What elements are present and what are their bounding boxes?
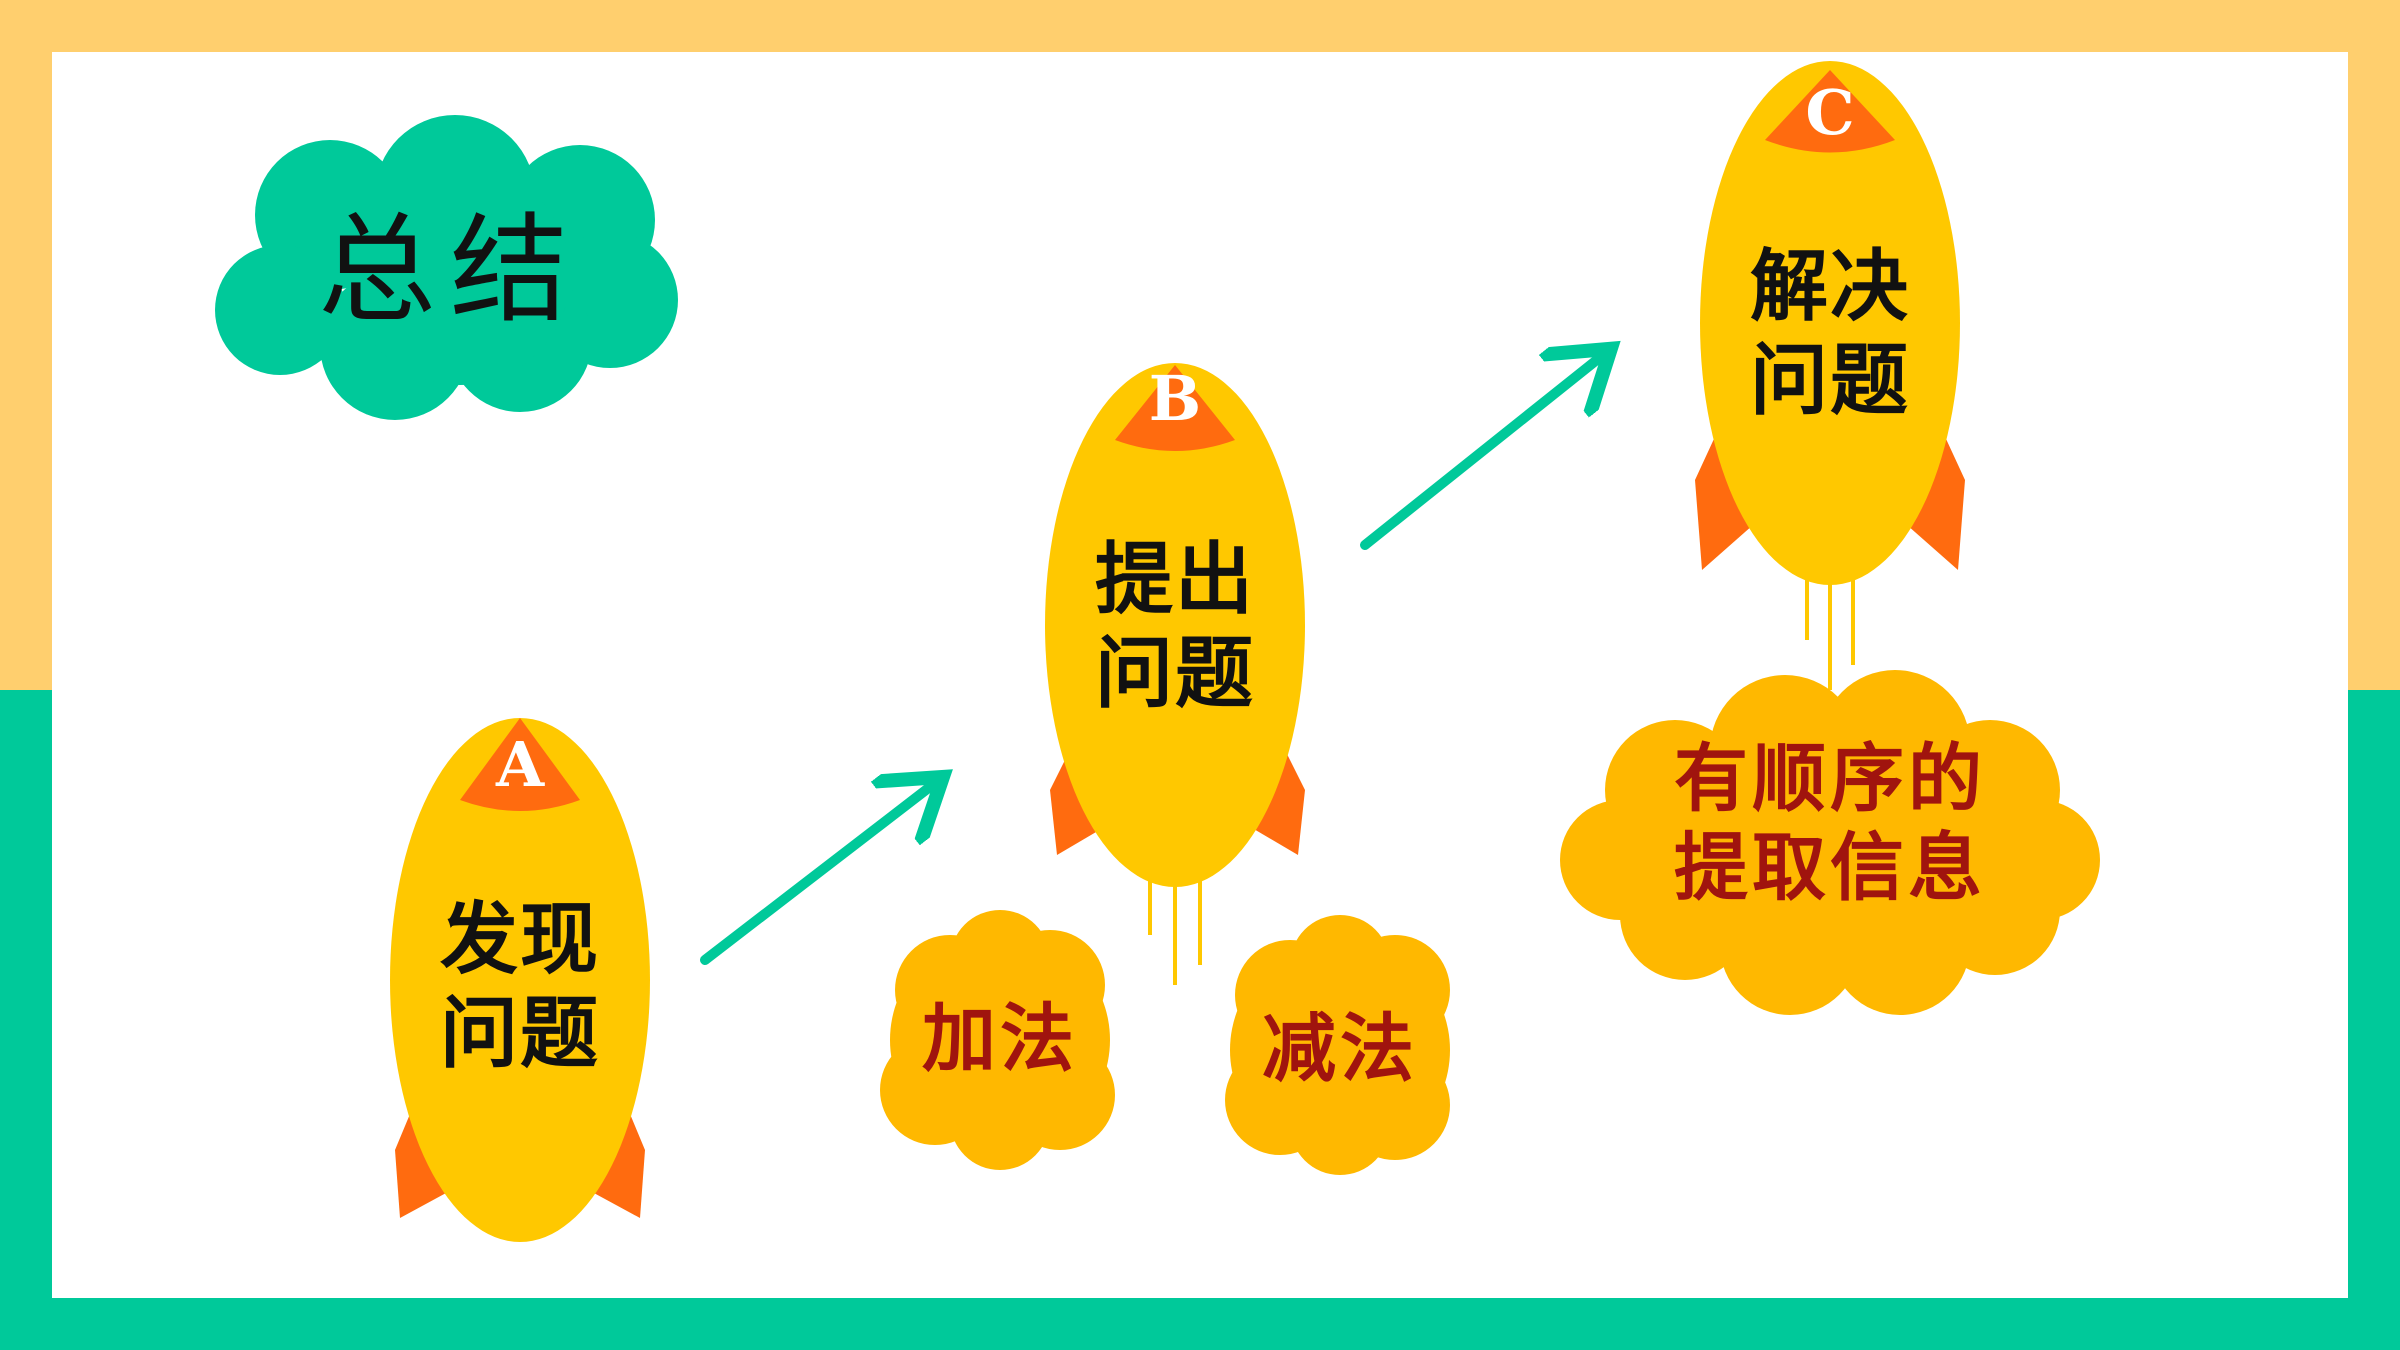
addition-label: 加法	[922, 996, 1078, 1082]
rocket-a	[390, 718, 650, 1242]
rocket-a-label-line1: 发现	[439, 894, 600, 985]
addition-cloud	[880, 910, 1115, 1170]
rocket-a-label: 发现 问题	[410, 893, 630, 1080]
page-title: 总结	[317, 201, 582, 339]
subtraction-cloud	[1225, 915, 1450, 1175]
rocket-c-letter: C	[1805, 76, 1855, 149]
arrow-a-to-b	[700, 783, 935, 965]
subtraction-label: 减法	[1262, 1006, 1418, 1092]
rocket-b-letter: B	[1148, 362, 1202, 435]
rocket-a-letter: A	[495, 728, 545, 801]
title-cloud	[215, 115, 678, 420]
rocket-b-label-line2: 问题	[1094, 627, 1255, 719]
rocket-a-label-line2: 问题	[439, 987, 600, 1079]
rocket-c-label: 解决 问题	[1720, 240, 1940, 427]
rocket-c	[1695, 61, 1965, 690]
rocket-b-label: 提出 问题	[1065, 533, 1285, 720]
ordered-info-line2: 提取信息	[1674, 824, 1986, 911]
rocket-c-label-line2: 问题	[1749, 334, 1910, 426]
rocket-c-label-line1: 解决	[1749, 241, 1910, 332]
ordered-info-line1: 有顺序的	[1674, 736, 1986, 822]
rocket-b-label-line1: 提出	[1094, 534, 1255, 625]
ordered-info-label: 有顺序的 提取信息	[1630, 735, 2030, 913]
arrow-b-to-c	[1360, 355, 1603, 550]
ordered-info-cloud	[1560, 670, 2100, 1015]
rocket-b	[1045, 363, 1305, 985]
